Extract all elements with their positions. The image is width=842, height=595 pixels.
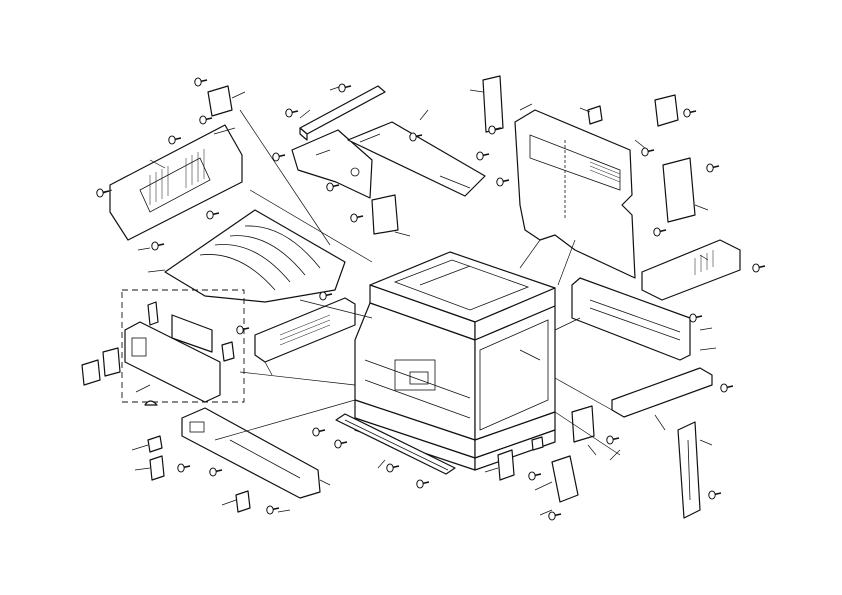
hinge-bracket bbox=[482, 75, 504, 133]
small-block-b bbox=[149, 455, 165, 481]
screw-icon bbox=[312, 427, 326, 437]
screw-icon bbox=[548, 511, 562, 521]
screw-icon bbox=[319, 291, 333, 301]
small-block-c bbox=[235, 490, 251, 513]
screw-icon bbox=[708, 490, 722, 500]
screw-icon bbox=[409, 132, 423, 142]
screw-icon bbox=[326, 182, 340, 192]
knob bbox=[144, 400, 158, 406]
screw-icon bbox=[285, 108, 299, 118]
inner-bracket-plate bbox=[291, 129, 373, 199]
screw-icon bbox=[641, 147, 655, 157]
screw-icon bbox=[350, 213, 364, 223]
screw-icon bbox=[151, 241, 165, 251]
screw-icon bbox=[177, 463, 191, 473]
right-middle-frame bbox=[571, 277, 691, 361]
screw-icon bbox=[476, 151, 490, 161]
small-cap bbox=[221, 341, 235, 362]
screw-icon bbox=[528, 471, 542, 481]
screw-icon bbox=[334, 439, 348, 449]
rear-right-frame bbox=[514, 109, 636, 279]
right-vertical-stay bbox=[677, 421, 701, 519]
right-lower-rail bbox=[611, 367, 713, 418]
main-unit bbox=[354, 251, 556, 471]
screw-icon bbox=[272, 152, 286, 162]
right-side-plate bbox=[662, 157, 696, 223]
leader-lines bbox=[97, 84, 717, 516]
screw-icon bbox=[683, 108, 697, 118]
screw-icon bbox=[488, 125, 502, 135]
screw-icon bbox=[653, 227, 667, 237]
screw-icon bbox=[752, 263, 766, 273]
bracket-top-right bbox=[654, 94, 679, 127]
screw-icon bbox=[209, 467, 223, 477]
small-tab bbox=[531, 436, 544, 451]
right-upper-cover bbox=[641, 239, 741, 301]
screw-icon bbox=[236, 325, 250, 335]
screw-icon bbox=[194, 77, 208, 87]
seal-plate bbox=[102, 347, 121, 377]
screw-icon bbox=[720, 383, 734, 393]
screw-icon bbox=[168, 135, 182, 145]
bottom-cover-c bbox=[571, 405, 595, 443]
front-cap bbox=[81, 359, 101, 386]
screw-icon bbox=[386, 463, 400, 473]
screw-icon bbox=[416, 479, 430, 489]
screws bbox=[96, 77, 766, 521]
screw-icon bbox=[199, 115, 213, 125]
front-bar bbox=[335, 413, 456, 475]
left-vent-panel bbox=[254, 297, 356, 363]
small-clip bbox=[147, 301, 159, 326]
rear-left-cover bbox=[109, 124, 243, 241]
small-shield-plate bbox=[371, 194, 399, 235]
bottom-cover-b bbox=[551, 455, 579, 503]
screw-icon bbox=[96, 188, 110, 198]
top-cover bbox=[164, 209, 346, 303]
upper-rear-rail bbox=[299, 85, 386, 141]
screw-icon bbox=[206, 210, 220, 220]
bracket-top-left bbox=[207, 85, 233, 117]
option-group-outline bbox=[121, 289, 245, 403]
bottom-cover-a bbox=[497, 449, 515, 481]
screw-icon bbox=[338, 83, 352, 93]
small-block-a bbox=[147, 435, 163, 453]
screw-icon bbox=[689, 313, 703, 323]
upper-stay bbox=[347, 121, 486, 197]
front-left-cover bbox=[81, 301, 235, 406]
small-label-plate bbox=[587, 105, 603, 125]
screw-icon bbox=[266, 505, 280, 515]
screw-icon bbox=[706, 163, 720, 173]
label-sheet bbox=[171, 314, 213, 353]
front-lower-cover bbox=[181, 407, 321, 499]
screw-icon bbox=[496, 177, 510, 187]
screw-icon bbox=[606, 435, 620, 445]
